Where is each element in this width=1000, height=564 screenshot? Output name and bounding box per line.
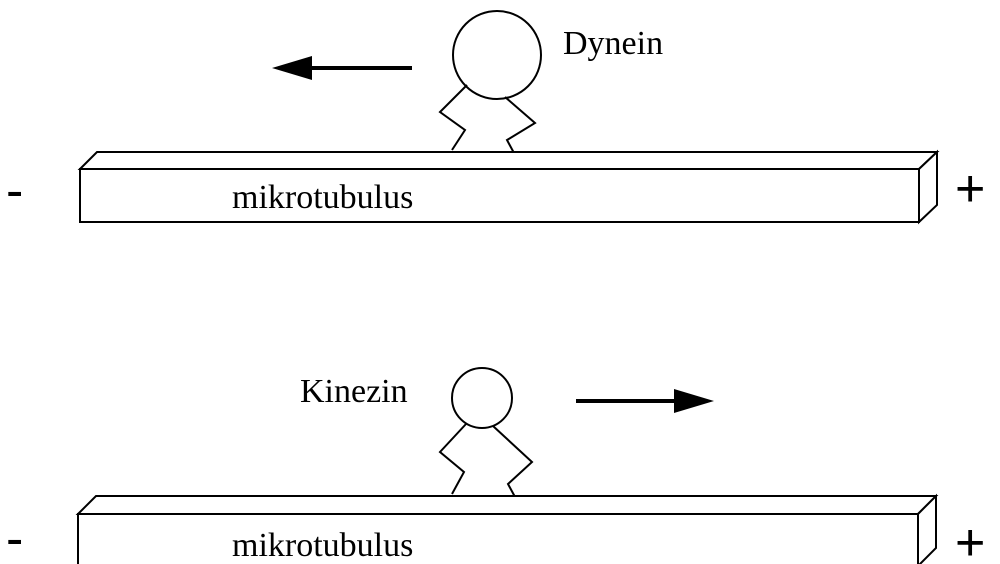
microtubule-label: mikrotubulus	[232, 179, 413, 216]
dynein-label: Dynein	[563, 25, 663, 62]
kinezin-direction-arrow	[576, 389, 714, 413]
microtubule-bottom: mikrotubulus	[75, 493, 939, 564]
kinezin-head	[451, 367, 513, 429]
dynein-left-leg	[438, 84, 468, 151]
microtubule-front-face	[77, 513, 919, 564]
minus-end-label: -	[6, 510, 23, 564]
microtubule-label: mikrotubulus	[232, 527, 413, 564]
plus-end-label: +	[955, 160, 985, 218]
microtubule-top: mikrotubulus	[77, 149, 940, 225]
dynein-direction-arrow	[272, 56, 412, 80]
microtubule-top-face	[77, 151, 940, 170]
microtubule-front-face	[79, 168, 920, 223]
kinezin-left-leg	[438, 423, 467, 495]
kinezin-label: Kinezin	[300, 373, 408, 410]
plus-end-label: +	[955, 514, 985, 564]
minus-end-label: -	[6, 162, 23, 220]
kinezin-panel: Kinezin mikrotubulus - +	[6, 367, 985, 564]
dynein-head	[452, 10, 542, 100]
microtubule-top-face	[75, 495, 939, 515]
dynein-panel: Dynein mikrotubulus - +	[6, 10, 985, 225]
